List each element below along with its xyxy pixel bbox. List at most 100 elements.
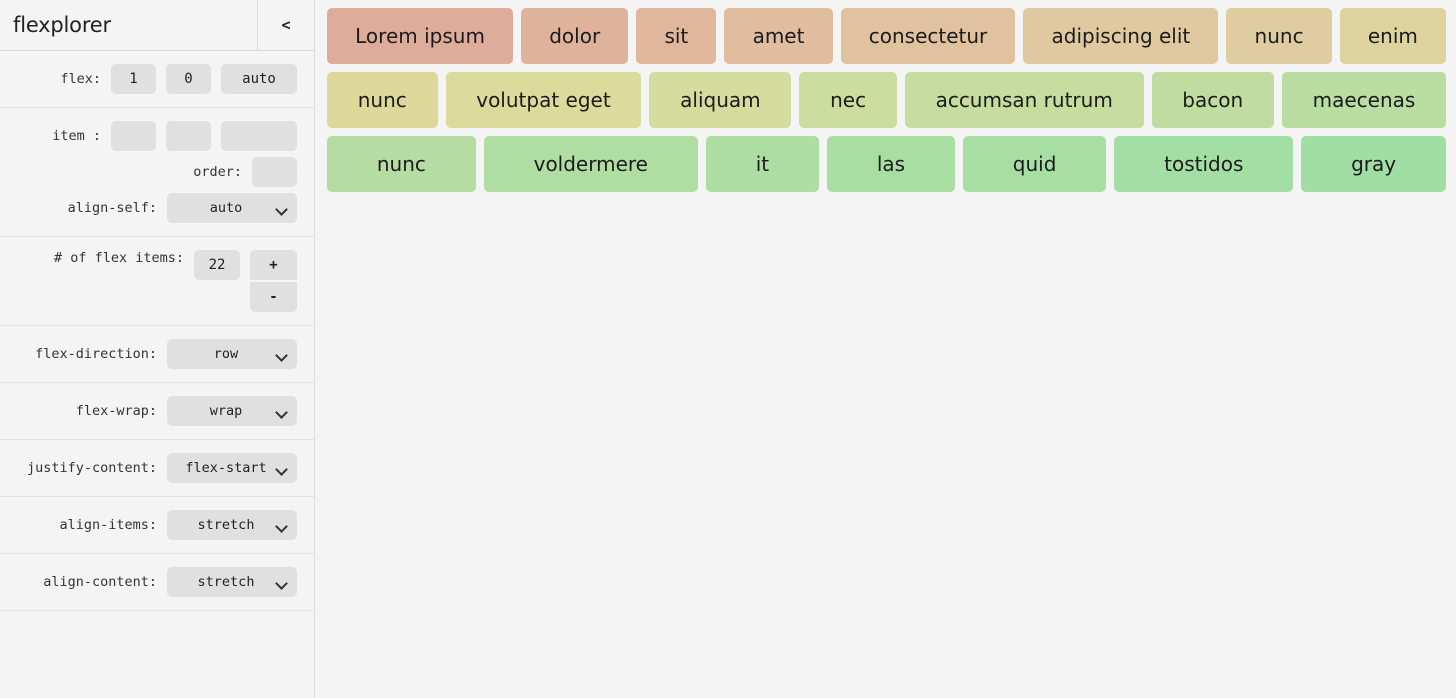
chevron-left-icon[interactable]: < xyxy=(257,0,314,50)
flex-item[interactable]: las xyxy=(826,136,955,192)
item-row: item : xyxy=(0,121,314,151)
flex-item[interactable]: maecenas xyxy=(1281,72,1447,128)
flex-item-label: amet xyxy=(752,24,805,48)
order-label: order: xyxy=(193,164,242,180)
flex-shrink-input[interactable] xyxy=(166,64,211,94)
flex-item-label: quid xyxy=(1012,152,1057,176)
flex-row: flex: xyxy=(0,64,314,94)
control-group-flex: flex: xyxy=(0,51,314,108)
flex-item[interactable]: Lorem ipsum xyxy=(327,8,514,64)
flex-wrap-select[interactable]: nowrapwrapwrap-reverse xyxy=(167,396,297,426)
flex-wrap-label: flex-wrap: xyxy=(75,403,157,419)
flex-item-label: nunc xyxy=(357,88,407,112)
flex-item-label: volutpat eget xyxy=(476,88,611,112)
flex-item-label: it xyxy=(755,152,770,176)
flex-grow-input[interactable] xyxy=(111,64,156,94)
flex-item[interactable]: nunc xyxy=(327,136,476,192)
flex-item-label: aliquam xyxy=(680,88,761,112)
flex-item[interactable]: consectetur xyxy=(840,8,1016,64)
justify-content-select[interactable]: flex-startflex-endcenterspace-betweenspa… xyxy=(167,453,297,483)
increment-button[interactable]: + xyxy=(250,250,297,280)
flex-item-label: nec xyxy=(830,88,867,112)
control-group-align-items: align-items: stretchflex-startflex-endce… xyxy=(0,497,314,554)
flex-direction-label: flex-direction: xyxy=(35,346,157,362)
chevron-down-icon: flex-startflex-endcenterspace-betweenspa… xyxy=(167,453,297,483)
item-label: item : xyxy=(52,128,101,144)
align-items-select[interactable]: stretchflex-startflex-endcenterbaseline xyxy=(167,510,297,540)
flex-item-label: consectetur xyxy=(868,24,988,48)
chevron-down-icon: rowrow-reversecolumncolumn-reverse xyxy=(167,339,297,369)
flex-item-count-row: # of flex items: + - xyxy=(0,250,314,312)
flex-item-label: enim xyxy=(1367,24,1418,48)
justify-content-label: justify-content: xyxy=(26,460,157,476)
control-group-item: item : order: align-self: autoflex-start… xyxy=(0,108,314,237)
flex-item[interactable]: nunc xyxy=(327,72,438,128)
align-self-row: align-self: autoflex-startflex-endcenter… xyxy=(0,193,314,223)
flex-direction-select[interactable]: rowrow-reversecolumncolumn-reverse xyxy=(167,339,297,369)
flex-item-label: dolor xyxy=(549,24,601,48)
chevron-down-icon: stretchflex-startflex-endcenterbaseline xyxy=(167,510,297,540)
flex-item-count-label: # of flex items: xyxy=(53,250,184,266)
flex-preview-area: Lorem ipsum dolor sit amet consectetur adipis… xyxy=(315,0,1456,698)
control-group-align-content: align-content: stretchflex-startflex-end… xyxy=(0,554,314,611)
control-group-item-count: # of flex items: + - xyxy=(0,237,314,326)
flex-container: Lorem ipsum dolor sit amet consectetur adipis… xyxy=(323,8,1450,200)
flex-item[interactable]: enim xyxy=(1339,8,1447,64)
control-group-justify-content: justify-content: flex-startflex-endcente… xyxy=(0,440,314,497)
flex-item-label: adipiscing elit xyxy=(1051,24,1191,48)
item-shrink-input[interactable] xyxy=(166,121,211,151)
align-content-select[interactable]: stretchflex-startflex-endcenterspace-bet… xyxy=(167,567,297,597)
flex-wrap-row: flex-wrap: nowrapwrapwrap-reverse xyxy=(0,396,314,426)
flex-item[interactable]: nec xyxy=(799,72,897,128)
flex-item-label: Lorem ipsum xyxy=(355,24,485,48)
flex-item[interactable]: adipiscing elit xyxy=(1023,8,1219,64)
item-basis-input[interactable] xyxy=(221,121,297,151)
control-group-flex-wrap: flex-wrap: nowrapwrapwrap-reverse xyxy=(0,383,314,440)
align-content-row: align-content: stretchflex-startflex-end… xyxy=(0,567,314,597)
chevron-down-icon: autoflex-startflex-endcenterbaselinestre… xyxy=(167,193,297,223)
flex-item-label: accumsan rutrum xyxy=(935,88,1113,112)
flex-item[interactable]: volutpat eget xyxy=(445,72,642,128)
flex-item[interactable]: amet xyxy=(724,8,833,64)
flex-item[interactable]: tostidos xyxy=(1114,136,1294,192)
flex-item-label: bacon xyxy=(1182,88,1244,112)
flex-item-label: maecenas xyxy=(1312,88,1416,112)
page-title: flexplorer xyxy=(13,13,111,37)
decrement-button[interactable]: - xyxy=(250,282,297,312)
quantity-stepper: + - xyxy=(250,250,297,312)
control-group-flex-direction: flex-direction: rowrow-reversecolumncolu… xyxy=(0,326,314,383)
flex-label: flex: xyxy=(60,71,101,87)
align-content-label: align-content: xyxy=(43,574,157,590)
flex-item[interactable]: sit xyxy=(636,8,717,64)
flex-item-label: sit xyxy=(664,24,689,48)
align-self-select[interactable]: autoflex-startflex-endcenterbaselinestre… xyxy=(167,193,297,223)
flex-item-label: gray xyxy=(1351,152,1397,176)
flex-item-label: tostidos xyxy=(1164,152,1244,176)
flex-item-label: voldermere xyxy=(533,152,648,176)
flex-item[interactable]: aliquam xyxy=(649,72,792,128)
flex-item[interactable]: nunc xyxy=(1226,8,1332,64)
flex-item[interactable]: bacon xyxy=(1151,72,1274,128)
flex-item[interactable]: voldermere xyxy=(483,136,698,192)
order-row: order: xyxy=(0,157,314,187)
align-items-label: align-items: xyxy=(59,517,157,533)
sidebar-header: flexplorer < xyxy=(0,0,314,51)
flex-item[interactable]: dolor xyxy=(521,8,629,64)
flex-item[interactable]: accumsan rutrum xyxy=(904,72,1144,128)
flex-item-label: nunc xyxy=(376,152,426,176)
flex-item[interactable]: quid xyxy=(962,136,1107,192)
flex-direction-row: flex-direction: rowrow-reversecolumncolu… xyxy=(0,339,314,369)
align-self-label: align-self: xyxy=(67,200,157,216)
flex-item[interactable]: gray xyxy=(1301,136,1446,192)
order-input[interactable] xyxy=(252,157,297,187)
flex-item-label: nunc xyxy=(1254,24,1304,48)
chevron-down-icon: stretchflex-startflex-endcenterspace-bet… xyxy=(167,567,297,597)
item-grow-input[interactable] xyxy=(111,121,156,151)
justify-content-row: justify-content: flex-startflex-endcente… xyxy=(0,453,314,483)
flex-item-label: las xyxy=(876,152,906,176)
flex-item-count-input[interactable] xyxy=(194,250,240,280)
flex-basis-input[interactable] xyxy=(221,64,297,94)
flex-item[interactable]: it xyxy=(705,136,819,192)
chevron-down-icon: nowrapwrapwrap-reverse xyxy=(167,396,297,426)
